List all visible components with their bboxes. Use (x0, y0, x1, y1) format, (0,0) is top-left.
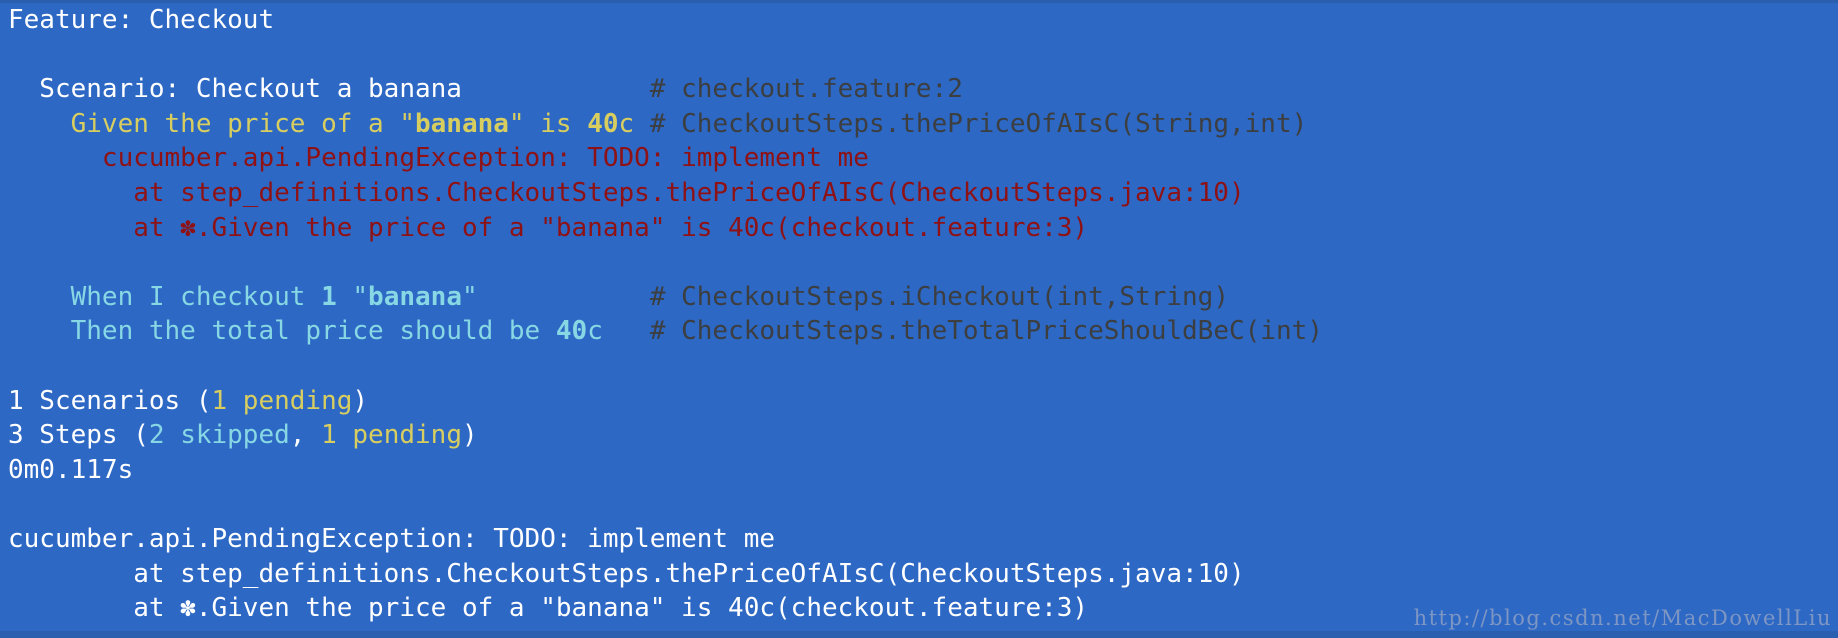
text-segment: cucumber.api.PendingException: TODO: imp… (8, 143, 869, 174)
watermark-url: http://blog.csdn.net/MacDowellLiu (1413, 606, 1832, 630)
console-line (8, 38, 1838, 73)
console-line: at ✽.Given the price of a "banana" is 40… (8, 591, 1838, 626)
text-segment: 2 skipped (148, 420, 290, 451)
console-line: 1 Scenarios (1 pending) (8, 384, 1838, 419)
text-segment: ) (461, 420, 478, 451)
text-segment: c (618, 108, 635, 139)
text-segment: " is (508, 108, 588, 139)
bottom-edge-strip (0, 631, 1838, 638)
text-segment: 1 (321, 281, 337, 312)
text-segment: , (289, 420, 322, 451)
text-segment: 0m0.117s (8, 454, 134, 485)
console-line: When I checkout 1 "banana" # CheckoutSte… (8, 280, 1838, 315)
text-segment: 1 pending (211, 385, 353, 416)
console-line: Then the total price should be 40c # Che… (8, 314, 1838, 349)
text-segment: Scenario: Checkout a banana (8, 74, 462, 105)
text-segment: at ✽.Given the price of a "banana" is 40… (8, 593, 1089, 624)
text-segment: 3 Steps ( (8, 420, 149, 451)
console-line: at ✽.Given the price of a "banana" is 40… (8, 211, 1838, 246)
text-segment: # CheckoutSteps.iCheckout(int,String) (649, 281, 1229, 312)
text-segment: c (587, 316, 603, 347)
console-line: Scenario: Checkout a banana # checkout.f… (8, 72, 1838, 107)
console-line: cucumber.api.PendingException: TODO: imp… (8, 141, 1838, 176)
text-segment: # CheckoutSteps.theTotalPriceShouldBeC(i… (649, 316, 1323, 347)
console-line: 3 Steps (2 skipped, 1 pending) (8, 418, 1838, 453)
console-line: 0m0.117s (8, 453, 1838, 488)
text-segment: " (461, 281, 478, 312)
text-segment: ) (352, 385, 369, 416)
console-line (8, 487, 1838, 522)
console-line: Feature: Checkout (8, 3, 1838, 38)
text-segment: at ✽.Given the price of a "banana" is 40… (8, 212, 1089, 243)
console-output: Feature: Checkout Scenario: Checkout a b… (8, 3, 1838, 626)
text-segment (603, 316, 650, 346)
console-line: Given the price of a "banana" is 40c # C… (8, 107, 1838, 142)
text-segment: at step_definitions.CheckoutSteps.thePri… (8, 558, 1245, 589)
text-segment: 1 Scenarios ( (8, 385, 212, 416)
text-segment: banana (415, 108, 509, 139)
text-segment: " (336, 281, 369, 312)
console-line: at step_definitions.CheckoutSteps.thePri… (8, 557, 1838, 592)
console-line: cucumber.api.PendingException: TODO: imp… (8, 522, 1838, 557)
text-segment (478, 282, 650, 312)
text-segment: Then the total price should be (8, 316, 556, 347)
text-segment: Given the price of a " (8, 108, 415, 139)
text-segment (634, 109, 650, 139)
text-segment: When I checkout (8, 281, 322, 312)
console-line (8, 349, 1838, 384)
console-line (8, 245, 1838, 280)
text-segment: Feature: Checkout (8, 5, 275, 35)
console-line: at step_definitions.CheckoutSteps.thePri… (8, 176, 1838, 211)
text-segment: 40 (587, 108, 619, 139)
text-segment: cucumber.api.PendingException: TODO: imp… (8, 523, 776, 554)
text-segment (462, 74, 650, 104)
text-segment: banana (368, 281, 462, 312)
text-segment: # checkout.feature:2 (649, 74, 963, 105)
text-segment: at step_definitions.CheckoutSteps.thePri… (8, 177, 1245, 208)
text-segment: # CheckoutSteps.thePriceOfAIsC(String,in… (649, 108, 1308, 139)
text-segment: 1 pending (321, 420, 462, 451)
top-edge-strip (0, 0, 1838, 3)
text-segment: 40 (555, 316, 588, 347)
